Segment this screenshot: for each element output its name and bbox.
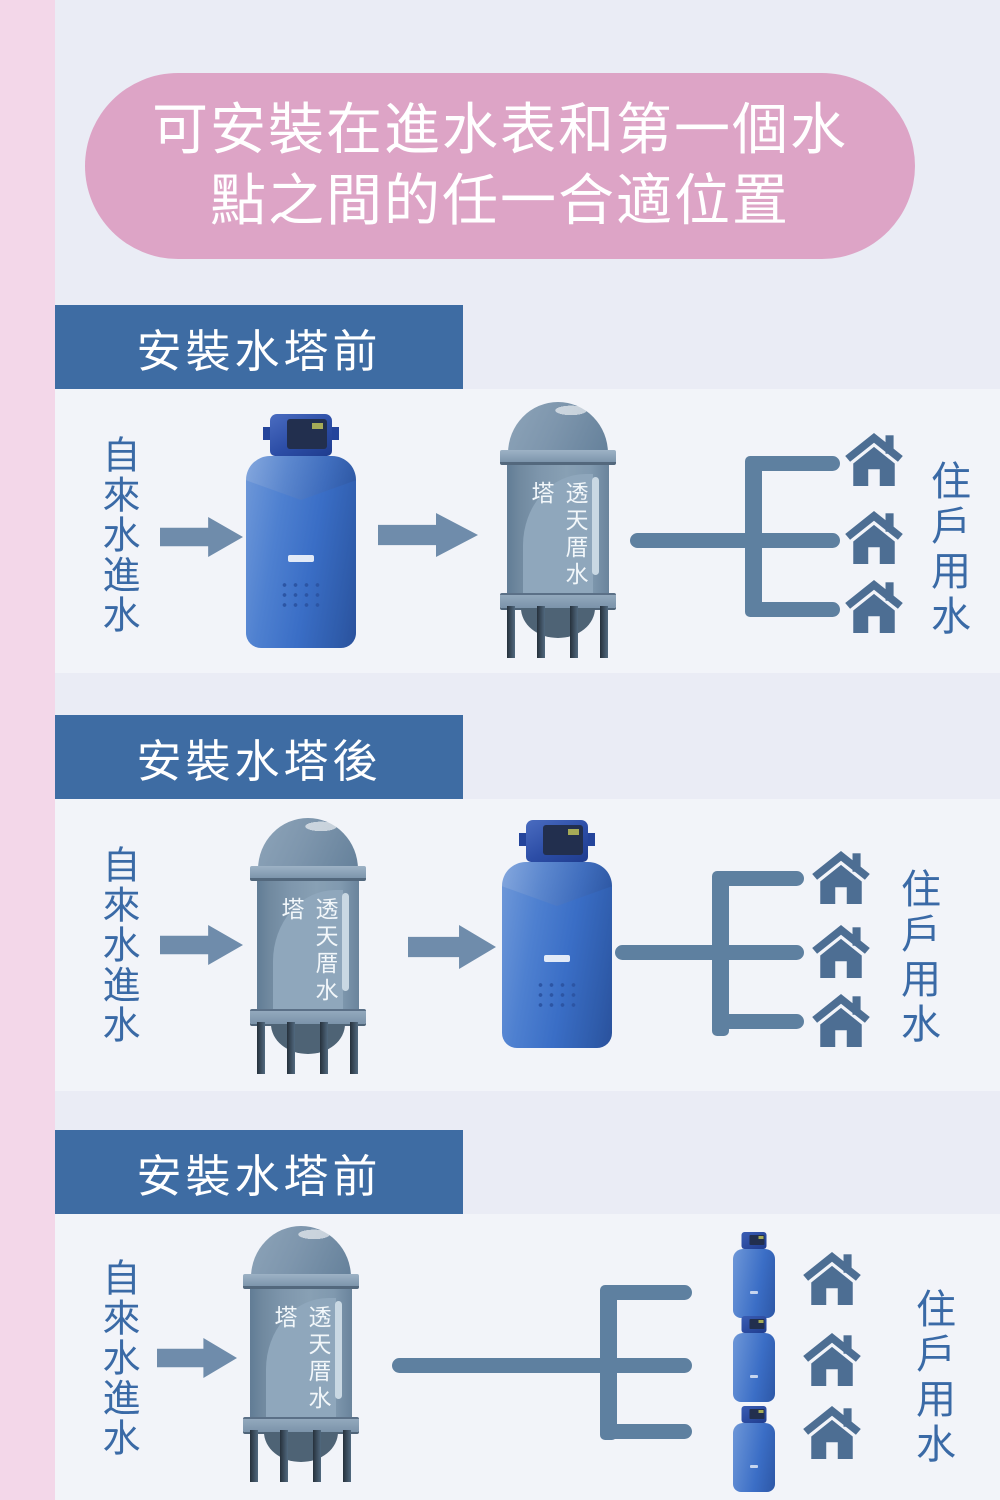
house-icon [803, 1406, 861, 1459]
title-line-1: 可安裝在進水表和第一個水 [152, 98, 848, 162]
section-1-inlet-label: 自來水進水 [96, 435, 138, 635]
pipe-branch-middle [719, 945, 804, 960]
house-icon [803, 1252, 861, 1305]
house-icon [845, 433, 903, 486]
mini-water-softener-illustration [733, 1232, 775, 1318]
left-accent-stripe [0, 0, 55, 1500]
water-tower-illustration: 透天厝水塔 [500, 402, 616, 658]
section-3-inlet-label: 自來水進水 [96, 1258, 138, 1458]
pipe-branch-bottom [607, 1424, 692, 1439]
water-softener-illustration [502, 820, 612, 1048]
softener-control-valve [263, 414, 339, 456]
house-icon [803, 1333, 861, 1386]
pipe-branch-top [607, 1285, 692, 1300]
section-2-header: 安裝水塔後 [55, 715, 463, 799]
tower-label: 透天厝水塔 [278, 897, 338, 1005]
section-1-households-label: 住戶用水 [925, 460, 969, 640]
pipe-branch-top [719, 871, 804, 886]
water-tower-illustration: 透天厝水塔 [250, 818, 366, 1074]
mini-water-softener-illustration [733, 1316, 775, 1402]
house-icon [812, 925, 870, 978]
pipe-branch-middle [752, 533, 840, 548]
house-icon [845, 580, 903, 633]
pipe-branch-bottom [752, 602, 840, 617]
pipe-branch-bottom [719, 1014, 804, 1029]
section-3-header: 安裝水塔前 [55, 1130, 463, 1214]
pipe-horizontal [615, 945, 715, 960]
section-2-inlet-label: 自來水進水 [96, 845, 138, 1045]
house-icon [845, 511, 903, 564]
pipe-horizontal [630, 533, 748, 548]
house-icon [812, 994, 870, 1047]
title-banner: 可安裝在進水表和第一個水 點之間的任一合適位置 [85, 73, 915, 259]
title-line-2: 點之間的任一合適位置 [210, 169, 790, 232]
pipe-horizontal [392, 1358, 604, 1373]
pipe-branch-top [752, 456, 840, 471]
water-tower-illustration: 透天厝水塔 [243, 1226, 359, 1482]
tower-label: 透天厝水塔 [271, 1305, 331, 1413]
section-1-header-label: 安裝水塔前 [136, 325, 382, 377]
section-1-header: 安裝水塔前 [55, 305, 463, 389]
softener-control-valve [519, 820, 595, 862]
mini-water-softener-illustration [733, 1406, 775, 1492]
tower-label: 透天厝水塔 [528, 481, 588, 589]
water-softener-illustration [246, 414, 356, 648]
section-2-header-label: 安裝水塔後 [136, 735, 382, 787]
house-icon [812, 851, 870, 904]
pipe-branch-middle [607, 1358, 692, 1373]
section-2-households-label: 住戶用水 [895, 868, 939, 1048]
section-3-households-label: 住戶用水 [910, 1288, 954, 1468]
section-3-header-label: 安裝水塔前 [136, 1150, 382, 1202]
